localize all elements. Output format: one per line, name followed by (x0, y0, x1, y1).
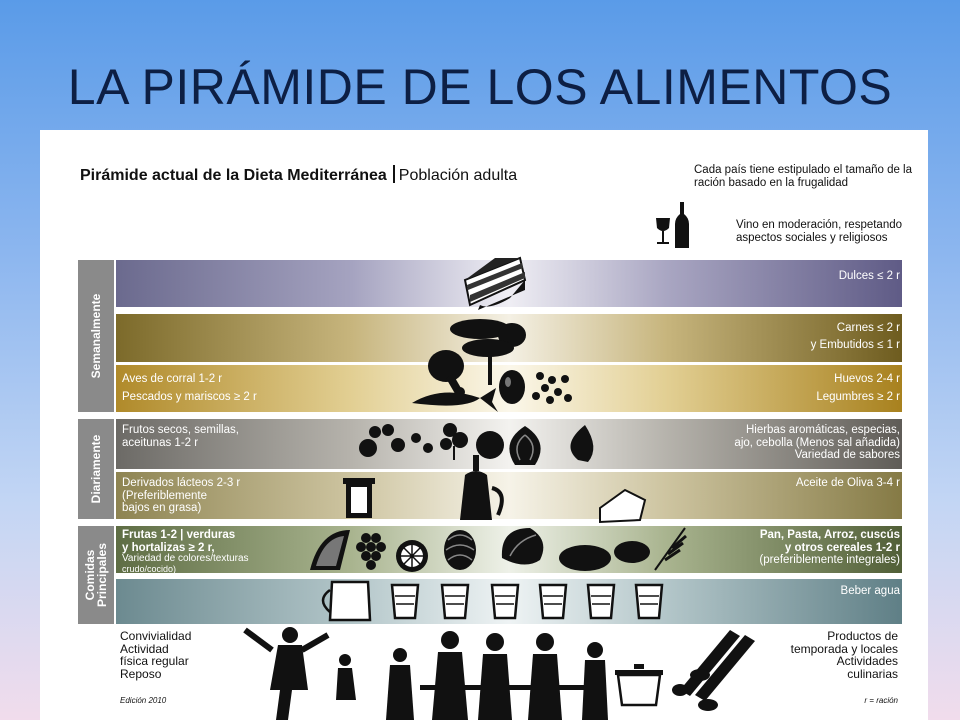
label-sweets: Dulces ≤ 2 r (838, 270, 900, 282)
header-separator (392, 165, 395, 183)
label-meats-1: Carnes ≤ 2 r (836, 322, 900, 334)
vegetables-produce-icon (672, 630, 755, 711)
pyramid-header: Pirámide actual de la Dieta Mediterránea… (80, 165, 517, 185)
food-illustrations (310, 256, 687, 622)
grapes-icon (356, 533, 386, 570)
label-eggs: Huevos 2-4 r (834, 373, 900, 385)
water-glass-icon (538, 583, 568, 620)
water-glass-icon (390, 583, 420, 620)
label-fish: Pescados y mariscos ≥ 2 r (122, 390, 257, 403)
lifestyle-left: Convivialidad Actividad física regular R… (120, 630, 191, 680)
lifestyle-right-1: Productos de (827, 629, 898, 643)
label-fruits-1: Frutas 1-2 | verduras (122, 529, 236, 541)
wine-icon (656, 202, 689, 248)
family-dining-icon (386, 631, 608, 720)
water-glass-icon (440, 583, 470, 620)
orange-slice-icon (396, 540, 428, 572)
lifestyle-left-4: Reposo (120, 666, 162, 681)
water-glasses (390, 583, 664, 620)
label-herbs-2: ajo, cebolla (Menos sal añadida) (734, 436, 900, 449)
garlic-icon (570, 425, 594, 462)
slide-title: LA PIRÁMIDE DE LOS ALIMENTOS (67, 59, 893, 115)
label-legumes: Legumbres ≥ 2 r (816, 390, 900, 403)
label-herbs: Hierbas aromáticas, especias, ajo, cebol… (734, 424, 900, 462)
label-olive: Aceite de Oliva 3-4 r (795, 477, 900, 489)
onion-icon (509, 426, 541, 465)
edition-label: Edición 2010 (120, 696, 167, 705)
artichoke-icon (444, 530, 476, 570)
tomato-icon (476, 431, 504, 459)
wheat-icon (654, 527, 687, 571)
lifestyle-right-2: temporada y locales (790, 641, 898, 656)
label-dairy-1: Derivados lácteos 2-3 r (122, 477, 241, 489)
label-water: Beber agua (840, 585, 900, 597)
ration-legend: r = ración (864, 696, 898, 705)
cheese-icon (599, 488, 647, 524)
cake-icon (463, 256, 527, 310)
bread-icon (559, 541, 650, 571)
section-daily: Diariamente (78, 419, 114, 519)
label-poultry: Aves de corral 1-2 r (122, 373, 223, 385)
lifestyle-right-3: Actividades (836, 654, 898, 668)
label-eggs-legumes: Huevos 2-4 r Legumbres ≥ 2 r (816, 373, 900, 403)
label-fruits-3: Variedad de colores/texturas (122, 553, 249, 564)
label-meats: Carnes ≤ 2 r y Embutidos ≤ 1 r (811, 322, 900, 351)
olive-oil-bottle-icon (460, 455, 504, 520)
label-nuts-2: aceitunas 1-2 r (122, 436, 199, 449)
people-exercising-icon (243, 627, 356, 720)
label-cereals-1: Pan, Pasta, Arroz, cuscús (759, 529, 900, 541)
water-glass-icon (490, 583, 520, 620)
label-dairy: Derivados lácteos 2-3 r (Preferiblemente… (122, 477, 240, 515)
label-fruits: Frutas 1-2 | verduras y hortalizas ≥ 2 r… (122, 529, 249, 574)
label-cereals-2: y otros cereales 1-2 r (784, 541, 900, 554)
lifestyle-left-3: física regular (120, 654, 189, 668)
watermelon-icon (310, 530, 350, 570)
wine-note: Vino en moderación, respetando aspectos … (736, 219, 903, 244)
water-glass-icon (634, 583, 664, 620)
lifestyle-right-4: culinarias (847, 666, 898, 681)
egg-icon (499, 370, 525, 404)
label-nuts-1: Frutos secos, semillas, (122, 424, 239, 436)
fish-icon (412, 388, 498, 412)
lifestyle-right: Productos de temporada y locales Activid… (791, 630, 898, 680)
lifestyle-left-1: Convivialidad (120, 629, 192, 643)
chicken-leg-icon (428, 350, 465, 397)
label-herbs-1: Hierbas aromáticas, especias, (745, 424, 900, 436)
header-title-bold: Pirámide actual de la Dieta Mediterránea (80, 167, 387, 184)
lettuce-icon (501, 528, 544, 565)
band-dairy-olive (116, 472, 902, 519)
section-weekly: Semanalmente (78, 260, 114, 412)
label-fruits-2: y hortalizas ≥ 2 r, (122, 541, 215, 554)
label-dairy-2: (Preferiblemente (122, 489, 208, 502)
header-title-normal: Población adulta (398, 167, 518, 184)
herbs-icon (440, 423, 468, 460)
label-meats-2: y Embutidos ≤ 1 r (810, 338, 900, 351)
label-cereals: Pan, Pasta, Arroz, cuscús y otros cereal… (759, 529, 900, 567)
band-nuts-herbs (116, 419, 902, 469)
beans-icon (532, 372, 572, 404)
label-herbs-3: Variedad de sabores (794, 449, 900, 461)
cooking-pot-icon (615, 664, 663, 707)
lifestyle-left-2: Actividad (120, 641, 169, 656)
pyramid-infographic: Pirámide actual de la Dieta Mediterránea… (40, 130, 928, 720)
fork-icon (483, 342, 495, 385)
nuts-icon (359, 424, 433, 457)
label-fruits-4: crudo/cocido) (122, 564, 177, 574)
label-dairy-3: bajos en grasa) (122, 502, 202, 514)
lifestyle-illustrations (243, 627, 755, 720)
label-nuts: Frutos secos, semillas, aceitunas 1-2 r (122, 424, 239, 449)
water-jug-icon (321, 580, 372, 622)
label-poultry-fish: Aves de corral 1-2 r Pescados y mariscos… (122, 373, 257, 403)
milk-carton-icon (343, 478, 375, 518)
water-glass-icon (586, 583, 616, 620)
ration-note: Cada país tiene estipulado el tamaño de … (694, 164, 913, 189)
label-cereals-3: (preferiblemente integrales) (759, 554, 900, 566)
